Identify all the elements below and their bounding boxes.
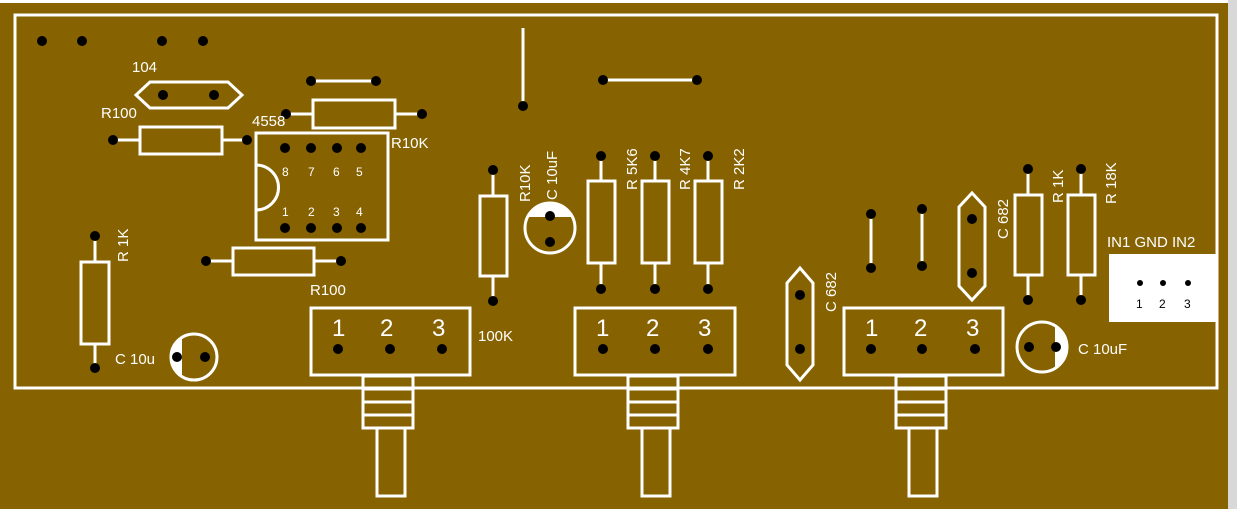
resistor-r100-top: R100 [101,105,252,156]
ic-pin-5: 5 [356,165,363,179]
r100-bottom-label: R100 [310,282,346,299]
resistor-r4k7: R 4K7 [640,148,694,294]
ic-pin-2: 2 [308,205,315,219]
ic-pin-1: 1 [282,205,289,219]
capacitor-c682-a: C 682 [785,265,840,383]
input-header-label: IN1 GND IN2 [1107,234,1195,251]
capacitor-c10u-left: C 10u [115,332,219,382]
pot2-pin-1: 1 [596,315,609,342]
cap-104-label: 104 [132,59,157,76]
capacitor-104: 104 [132,59,245,110]
jumper-vertical-center [518,28,528,111]
capacitor-c682-b: C 682 [957,190,1012,303]
top-edge-strip [0,0,1237,3]
c10uf-right-label: C 10uF [1078,341,1127,358]
board-outline [13,13,1219,390]
input-pin-2: 2 [1159,297,1166,311]
pot2-pin-2: 2 [646,315,659,342]
top-left-pads [37,36,208,46]
r100-top-label: R100 [101,105,137,122]
r4k7-label: R 4K7 [677,148,694,190]
pot3-pin-3: 3 [966,315,979,342]
potentiometer-3: 1 2 3 [842,306,1005,498]
r1k-left-label: R 1K [115,229,132,262]
ic-pin-3: 3 [333,205,340,219]
input-pin-1: 1 [1136,297,1143,311]
pot2-pin-3: 3 [698,315,711,342]
c682-b-label: C 682 [995,199,1012,239]
resistor-r18k: R 18K [1066,162,1120,305]
jumper-pair-right [866,204,927,273]
ic-4558: 4558 8 7 6 5 1 2 3 4 [252,113,390,242]
input-header: IN1 GND IN2 1 2 3 [1107,234,1217,322]
pot1-value-label: 100K [478,328,513,345]
ic-pin-7: 7 [308,165,315,179]
ic-pin-6: 6 [333,165,340,179]
pot3-pin-1: 1 [865,315,878,342]
potentiometer-2: 1 2 3 [573,306,737,498]
pot1-pin-2: 2 [380,315,393,342]
r2k2-label: R 2K2 [731,148,748,190]
r5k6-label: R 5K6 [624,148,641,190]
c682-a-label: C 682 [823,272,840,312]
capacitor-c10uf-right: C 10uF [1015,320,1127,374]
right-edge-strip [1228,0,1237,509]
potentiometer-1: 1 2 3 100K [309,306,513,498]
input-pin-3: 3 [1184,297,1191,311]
resistor-r1k-left: R 1K [79,229,132,373]
capacitor-c10uf-mid: C 10uF [523,151,577,255]
resistor-r100-bottom: R100 [201,246,346,299]
resistor-r2k2: R 2K2 [693,148,748,294]
pot3-pin-2: 2 [914,315,927,342]
jumper-horizontal-center [598,75,702,85]
r10k-mid-label: R10K [517,164,534,202]
r1k-right-label: R 1K [1050,170,1067,203]
ic-pin-8: 8 [282,165,289,179]
resistor-r1k-right: R 1K [1013,164,1067,305]
pot1-pin-1: 1 [332,315,345,342]
ic-label: 4558 [252,113,285,130]
c10uf-mid-label: C 10uF [544,151,561,200]
r10k-top-label: R10K [391,135,429,152]
ic-pin-4: 4 [356,205,363,219]
resistor-r10k-top: R10K [281,98,429,152]
c10u-left-label: C 10u [115,351,155,368]
jumper-top-left [306,76,381,86]
pot1-pin-3: 3 [432,315,445,342]
r18k-label: R 18K [1103,162,1120,204]
resistor-r5k6: R 5K6 [586,148,641,294]
resistor-r10k-mid: R10K [478,164,534,306]
